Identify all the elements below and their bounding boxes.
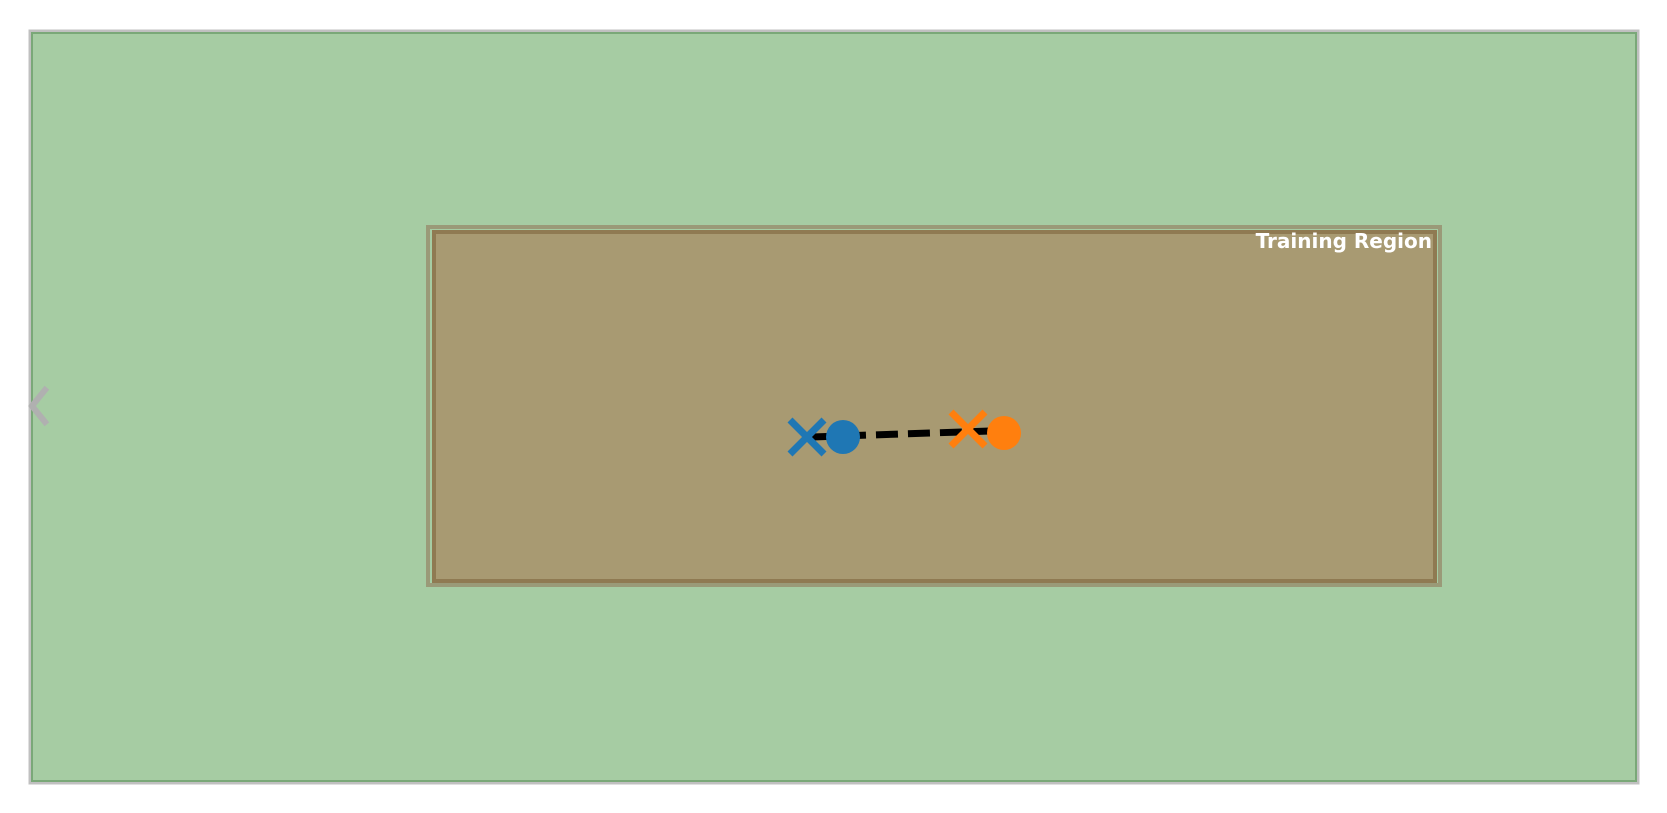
chevron-left-icon[interactable]: [28, 385, 50, 427]
blue-agent[interactable]: [826, 420, 860, 454]
orange-agent[interactable]: [987, 416, 1021, 450]
orange-target-x-icon: [948, 409, 988, 449]
blue-target-x-icon: [787, 417, 827, 457]
training-region-outer-border: [426, 225, 1442, 587]
training-region-label: Training Region: [1256, 229, 1432, 253]
training-region: [432, 230, 1437, 583]
